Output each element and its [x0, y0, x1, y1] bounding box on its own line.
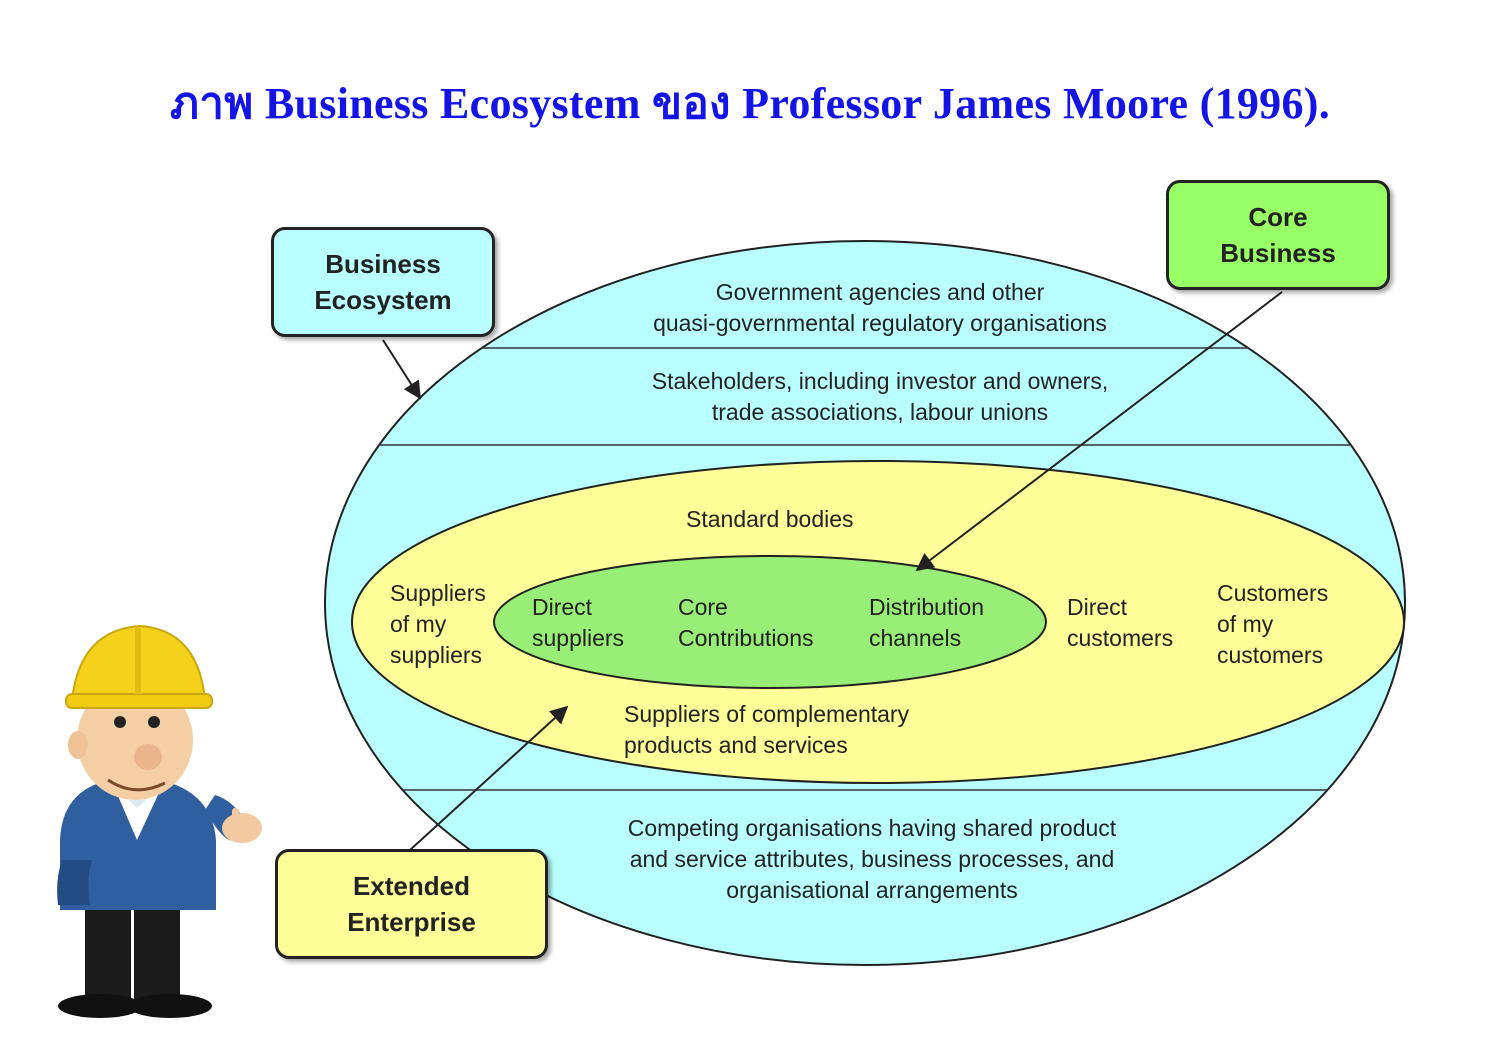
stakeholders-line2: trade associations, labour unions — [711, 399, 1049, 425]
stakeholders-text: Stakeholders, including investor and own… — [560, 366, 1200, 428]
direct-suppliers-text: Direct suppliers — [532, 592, 624, 654]
suppliers-of-suppliers-line1: Suppliers — [390, 580, 486, 606]
page-title: ภาพ Business Ecosystem ของ Professor Jam… — [169, 79, 1331, 128]
extended-enterprise-callout: Extended Enterprise — [275, 849, 548, 959]
competing-organisations-line1: Competing organisations having shared pr… — [627, 815, 1117, 841]
extended-enterprise-arrow — [409, 705, 569, 851]
extended-enterprise-callout-label: Extended Enterprise — [347, 871, 476, 937]
customers-of-customers-line1: Customers — [1217, 580, 1329, 606]
engineer-illustration — [57, 624, 262, 1018]
complementary-suppliers-line2: products and services — [624, 732, 848, 758]
suppliers-of-suppliers-line2: of my — [390, 611, 447, 637]
band-dividers — [325, 347, 1405, 791]
core-contributions-line2: Contributions — [678, 625, 814, 651]
standard-bodies-text: Standard bodies — [686, 506, 854, 532]
competing-organisations-line2: and service attributes, business process… — [629, 846, 1115, 872]
direct-suppliers-line1: Direct — [532, 594, 593, 620]
business-ecosystem-callout-label: Business Ecosystem — [314, 249, 452, 315]
core-business-ellipse — [493, 555, 1047, 689]
direct-customers-line2: customers — [1067, 625, 1174, 651]
government-agencies-line2: quasi-governmental regulatory organisati… — [653, 310, 1107, 336]
customers-of-customers-line3: customers — [1217, 642, 1324, 668]
competing-organisations-line3: organisational arrangements — [726, 877, 1018, 903]
suppliers-of-suppliers-line3: suppliers — [390, 642, 483, 668]
distribution-channels-line1: Distribution — [869, 594, 985, 620]
core-contributions-text: Core Contributions — [678, 592, 814, 654]
distribution-channels-line2: channels — [869, 625, 962, 651]
core-business-callout: Core Business — [1166, 180, 1390, 290]
direct-suppliers-line2: suppliers — [532, 625, 625, 651]
core-business-callout-label: Core Business — [1220, 202, 1336, 268]
customers-of-customers-text: Customers of my customers — [1217, 578, 1328, 671]
stakeholders-line1: Stakeholders, including investor and own… — [651, 368, 1109, 394]
suppliers-of-suppliers-text: Suppliers of my suppliers — [390, 578, 486, 671]
government-agencies-text: Government agencies and other quasi-gove… — [570, 277, 1190, 339]
business-ecosystem-callout: Business Ecosystem — [271, 227, 495, 337]
core-business-arrow — [915, 291, 1283, 572]
government-agencies-line1: Government agencies and other — [715, 279, 1045, 305]
competing-organisations-text: Competing organisations having shared pr… — [552, 813, 1192, 906]
direct-customers-text: Direct customers — [1067, 592, 1173, 654]
complementary-suppliers-text: Suppliers of complementary products and … — [624, 699, 909, 761]
business-ecosystem-arrow — [382, 339, 421, 400]
distribution-channels-text: Distribution channels — [869, 592, 984, 654]
direct-customers-line1: Direct — [1067, 594, 1128, 620]
customers-of-customers-line2: of my — [1217, 611, 1274, 637]
core-contributions-line1: Core — [678, 594, 728, 620]
complementary-suppliers-line1: Suppliers of complementary — [624, 701, 910, 727]
